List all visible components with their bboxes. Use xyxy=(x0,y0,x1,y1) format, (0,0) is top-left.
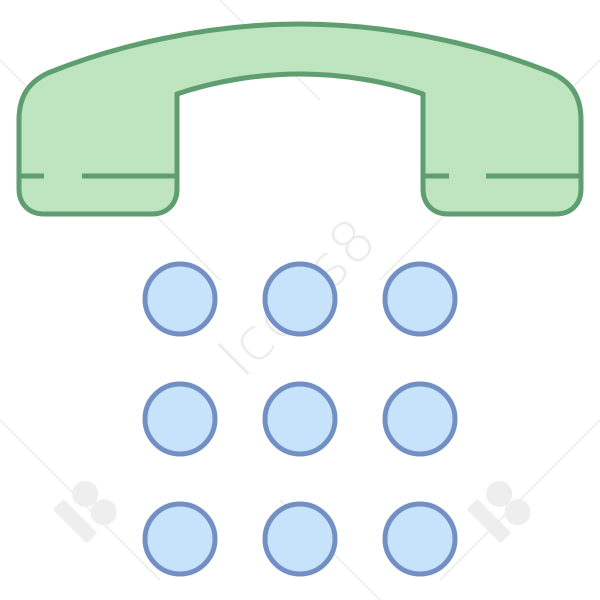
handset-shape xyxy=(16,21,584,217)
keypad-dot-2 xyxy=(262,261,338,337)
keypad-dot-9 xyxy=(382,501,458,577)
keypad-dot-5 xyxy=(262,381,338,457)
keypad-dot-3 xyxy=(382,261,458,337)
watermark-logo-bottom-left xyxy=(53,480,117,543)
keypad-dot-1 xyxy=(142,261,218,337)
watermark-logo-bottom-right xyxy=(467,480,531,543)
keypad-dot-8 xyxy=(262,501,338,577)
handset-icon xyxy=(16,21,584,217)
keypad xyxy=(142,261,458,577)
keypad-dot-7 xyxy=(142,501,218,577)
keypad-dot-4 xyxy=(142,381,218,457)
keypad-dot-6 xyxy=(382,381,458,457)
